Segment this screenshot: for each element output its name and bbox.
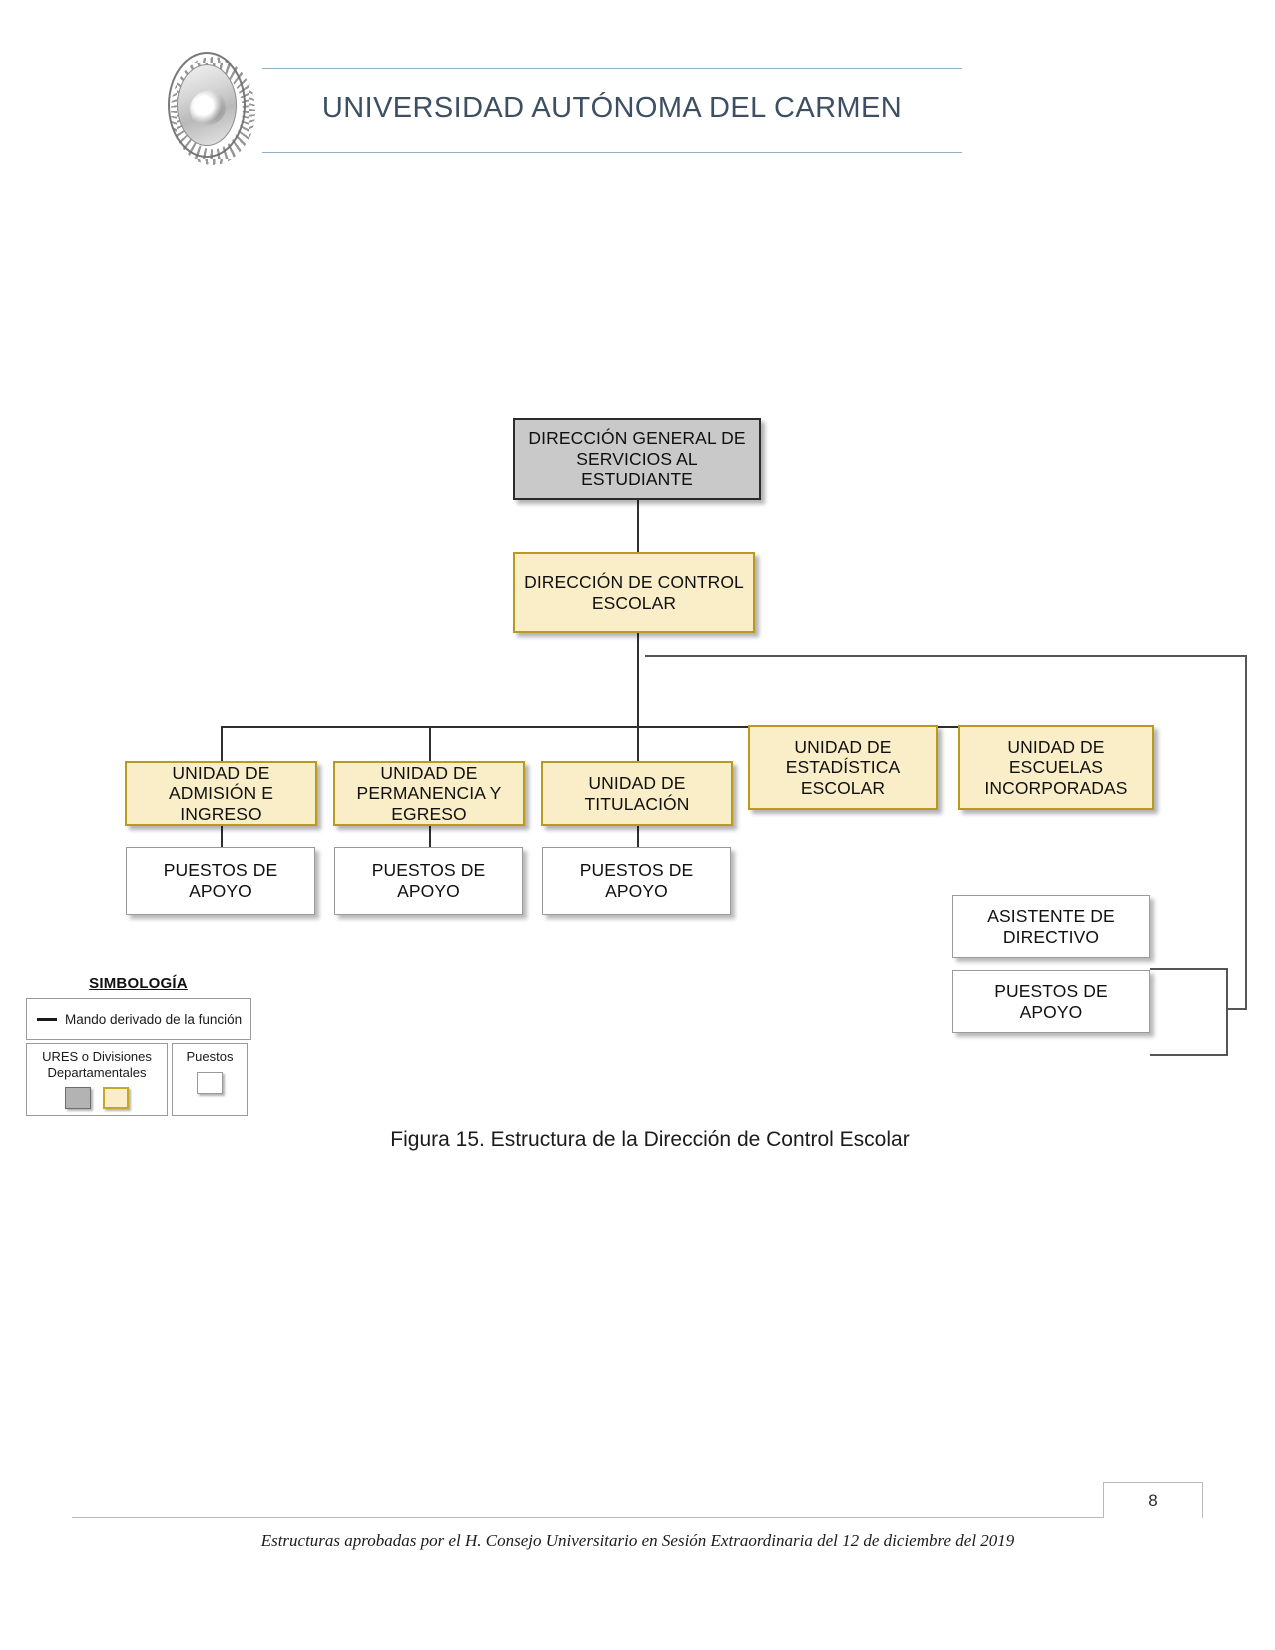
connector-staff-right-vertical [1245,655,1247,1010]
node-label-line1: UNIDAD DE [1007,736,1105,757]
legend-title: SIMBOLOGÍA [89,975,188,992]
footer-rule [72,1517,1203,1518]
node-unidad-escuelas-incorporadas[interactable]: UNIDAD DE ESCUELAS INCORPORADAS [958,725,1154,810]
node-unidad-permanencia-egreso[interactable]: UNIDAD DE PERMANENCIA Y EGRESO [333,761,525,826]
node-direccion-control-escolar[interactable]: DIRECCIÓN DE CONTROL ESCOLAR [513,552,755,633]
node-label-line3: EGRESO [391,803,467,824]
node-unidad-titulacion[interactable]: UNIDAD DE TITULACIÓN [541,761,733,826]
connector-drop-admision [221,726,223,761]
node-label-line1: ASISTENTE DE [987,905,1115,926]
connector-drop-permanencia [429,726,431,761]
cream-swatch [103,1087,129,1110]
gray-swatch [65,1087,91,1110]
connector-staff-into-bracket [1226,1008,1247,1010]
node-label-line2: DIRECTIVO [1002,926,1100,947]
legend-cell-puestos: Puestos [172,1043,248,1117]
node-label-line1: UNIDAD DE [588,772,686,793]
node-label-line1: UNIDAD DE [172,762,270,783]
connector-dce-stem [637,633,639,726]
node-unidad-estadistica-escolar[interactable]: UNIDAD DE ESTADÍSTICA ESCOLAR [748,725,938,810]
node-label-line2: TITULACIÓN [584,793,690,814]
node-label-line2: ESTADÍSTICA [785,757,901,778]
footer-note: Estructuras aprobadas por el H. Consejo … [260,1531,1015,1550]
connector-units-bus [221,726,1059,728]
node-label-line2: APOYO [1019,1001,1083,1022]
node-label-line1: UNIDAD DE [380,762,478,783]
legend-row-nodes: URES o Divisiones Departamentales Puesto… [26,1043,251,1117]
legend-cell-ures: URES o Divisiones Departamentales [26,1043,168,1117]
node-label-line1: UNIDAD DE [794,736,892,757]
legend-line-label: Mando derivado de la función [65,1011,243,1027]
node-label-line2: APOYO [605,881,668,901]
node-label-line3: INGRESO [180,803,262,824]
connector-drop-titulacion [637,726,639,761]
legend-row-line: Mando derivado de la función [26,998,251,1040]
node-label-line2: PERMANENCIA Y [356,783,502,804]
connector-bracket-to-asistente [1150,968,1228,970]
legend-ures-label-line1: URES o Divisiones [42,1049,152,1064]
legend-swatch-group-ures [30,1087,164,1110]
page-number: 8 [1103,1482,1203,1518]
legend-puestos-label: Puestos [186,1049,234,1064]
node-label-line2: APOYO [397,881,460,901]
figure-caption: Figura 15. Estructura de la Dirección de… [390,1128,910,1151]
university-seal-icon [168,52,255,165]
node-label-line1: PUESTOS DE [371,860,486,881]
connector-staff-top [645,655,1247,657]
node-asistente-directivo[interactable]: ASISTENTE DE DIRECTIVO [952,895,1150,958]
node-puestos-apoyo-asistente[interactable]: PUESTOS DE APOYO [952,970,1150,1033]
header-rule-top [262,68,962,69]
node-label-line2: SERVICIOS AL ESTUDIANTE [576,448,698,490]
header-rule-bottom [262,152,962,153]
node-label-line2: ADMISIÓN E [168,783,274,804]
legend-simbologia: SIMBOLOGÍA Mando derivado de la función … [26,975,251,1117]
node-unidad-admision-ingreso[interactable]: UNIDAD DE ADMISIÓN E INGRESO [125,761,317,826]
node-puestos-apoyo-permanencia[interactable]: PUESTOS DE APOYO [334,847,523,915]
page-header: UNIVERSIDAD AUTÓNOMA DEL CARMEN [0,0,1275,185]
connector-dgse-to-dce [637,500,639,553]
legend-ures-label: URES o Divisiones Departamentales [30,1049,164,1080]
node-label-line3: INCORPORADAS [984,777,1128,798]
node-puestos-apoyo-titulacion[interactable]: PUESTOS DE APOYO [542,847,731,915]
node-puestos-apoyo-admision[interactable]: PUESTOS DE APOYO [126,847,315,915]
legend-swatch-group-puestos [176,1071,244,1094]
connector-staff-bracket [1226,968,1228,1056]
line-sample-icon [37,1017,57,1021]
node-label-line3: ESCOLAR [800,777,886,798]
white-swatch [197,1071,223,1094]
node-label-line2: ESCUELAS [1008,757,1104,778]
node-label-line1: PUESTOS DE [579,860,694,881]
legend-ures-label-line2: Departamentales [47,1064,147,1080]
node-label-line2: APOYO [189,881,252,901]
node-label-line1: PUESTOS DE [994,980,1108,1001]
connector-bracket-to-apoyo4 [1150,1054,1228,1056]
page-title: UNIVERSIDAD AUTÓNOMA DEL CARMEN [321,92,903,124]
node-label-line1: PUESTOS DE [163,860,278,881]
node-label-line1: DIRECCIÓN DE CONTROL [524,571,744,592]
node-label-line2: ESCOLAR [591,592,677,613]
node-direccion-general-servicios-estudiante[interactable]: DIRECCIÓN GENERAL DE SERVICIOS AL ESTUDI… [513,418,761,500]
node-label-line1: DIRECCIÓN GENERAL DE [528,428,746,449]
org-chart: DIRECCIÓN GENERAL DE SERVICIOS AL ESTUDI… [125,418,1247,1056]
